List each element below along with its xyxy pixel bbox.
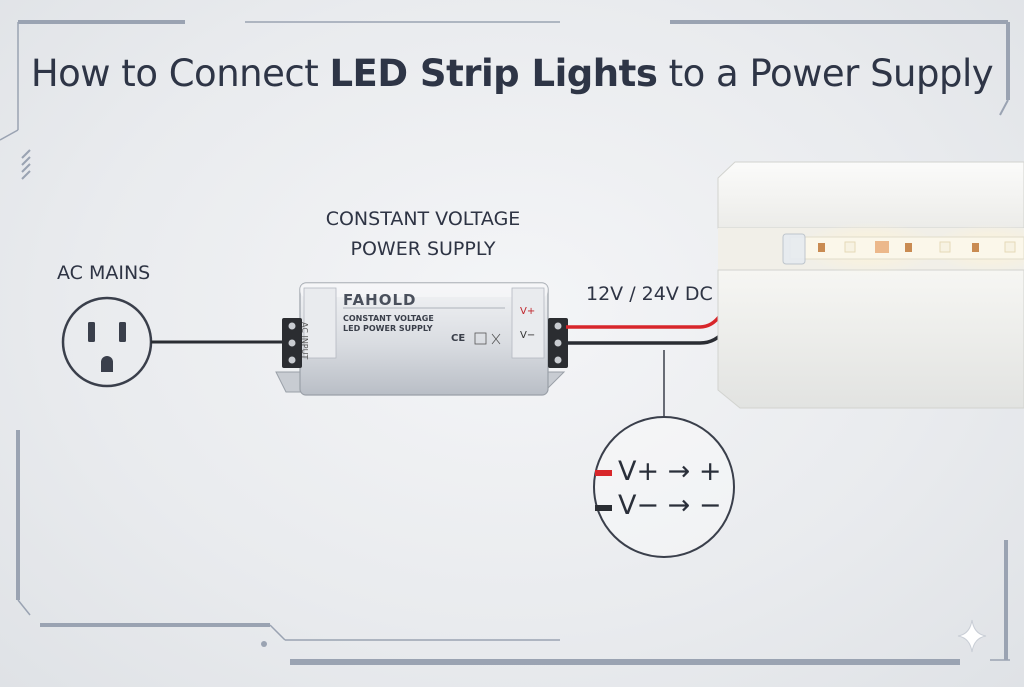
psu-brand: FAHOLD <box>343 291 417 309</box>
psu-side-label: AC INPUT <box>300 322 309 360</box>
psu-label-line2: POWER SUPPLY <box>350 238 496 260</box>
ac-mains-label: AC MAINS <box>57 262 151 284</box>
wiring-key-callout <box>593 416 735 558</box>
negative-swatch <box>595 505 612 511</box>
frame-dot <box>261 641 267 647</box>
led-strip <box>789 222 1024 274</box>
psu-cert-mark: CE <box>451 333 466 344</box>
wiring-key-positive: V+ → + <box>618 456 722 487</box>
power-supply-unit <box>275 282 568 396</box>
dc-output-label: 12V / 24V DC <box>586 283 713 305</box>
psu-terminal-negative: V− <box>520 330 536 341</box>
wiring-key-negative: V− → − <box>618 490 722 521</box>
psu-label-line1: CONSTANT VOLTAGE <box>325 208 521 230</box>
title-emphasis: LED Strip Lights <box>329 52 658 95</box>
led-profile <box>717 161 1024 409</box>
psu-model-line2: LED POWER SUPPLY <box>343 324 433 333</box>
decorative-frame <box>0 20 1010 665</box>
title-suffix: to a Power Supply <box>657 52 994 95</box>
page-title: How to Connect LED Strip Lights to a Pow… <box>0 52 1024 95</box>
psu-label: CONSTANT VOLTAGE POWER SUPPLY <box>318 204 528 264</box>
strip-connector <box>782 233 806 265</box>
psu-terminal-positive: V+ <box>520 306 536 317</box>
positive-swatch <box>595 470 612 476</box>
ac-outlet-icon <box>61 296 153 388</box>
frame-hatch <box>21 149 31 180</box>
sparkle-icon <box>957 619 987 653</box>
title-prefix: How to Connect <box>30 52 330 95</box>
psu-model-line1: CONSTANT VOLTAGE <box>343 314 434 323</box>
